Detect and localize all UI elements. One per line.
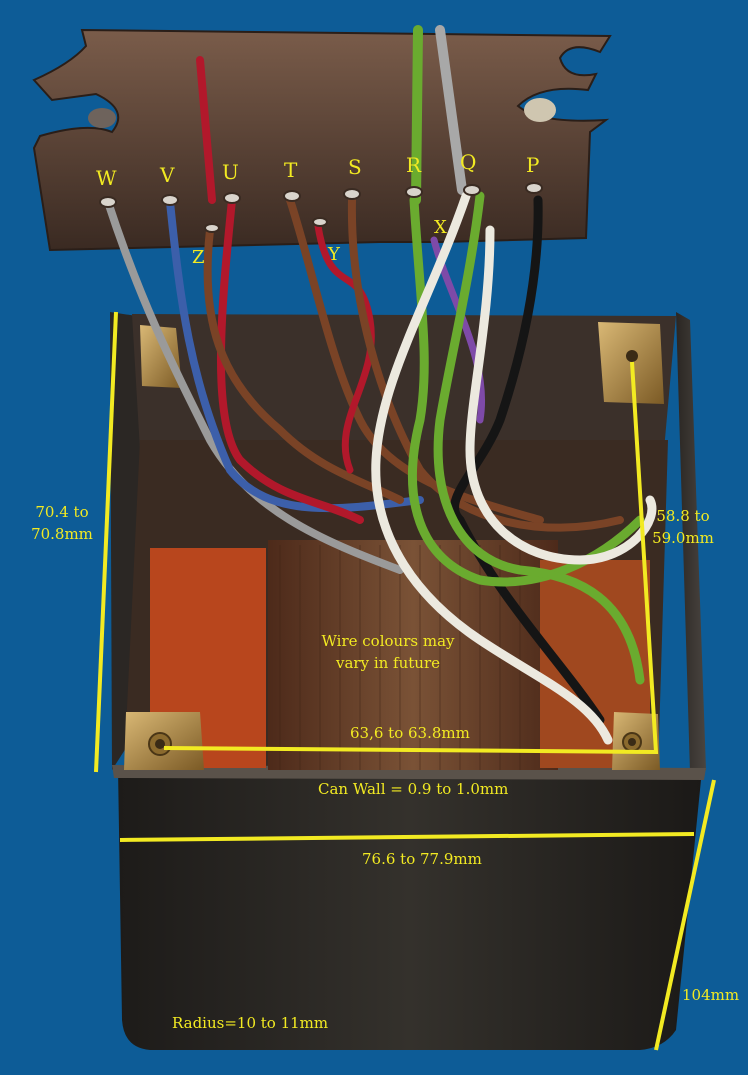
left-height-line <box>94 311 118 773</box>
terminal-plate <box>32 28 612 252</box>
terminal-label-w: W <box>96 166 117 190</box>
terminal-label-t: T <box>284 158 298 182</box>
height-label: 104mm <box>682 986 740 1004</box>
dimension-lines <box>94 311 716 1051</box>
brass-posts <box>124 322 664 770</box>
terminal-label-u: U <box>222 160 239 184</box>
terminal-label-p: P <box>526 153 540 177</box>
terminal-label-x: X <box>434 217 447 238</box>
can-wall-label: Can Wall = 0.9 to 1.0mm <box>318 780 509 798</box>
terminal-label-v: V <box>160 163 175 187</box>
right-depth-label: 58.8 to 59.0mm <box>652 507 714 547</box>
wire-bundle <box>104 25 657 745</box>
terminal-label-q: Q <box>460 150 477 174</box>
radius-label: Radius=10 to 11mm <box>172 1014 329 1032</box>
note-label: Wire colours may vary in future <box>321 632 455 672</box>
terminal-label-s: S <box>348 155 362 179</box>
terminal-label-y: Y <box>328 244 340 265</box>
height-line <box>654 779 716 1051</box>
outer-width-line <box>119 832 695 842</box>
left-height-label: 70.4 to 70.8mm <box>31 503 93 543</box>
terminal-eyelets <box>99 182 543 233</box>
terminal-label-z: Z <box>192 247 205 268</box>
inner-dimension-line <box>163 361 659 755</box>
outer-width-label: 76.6 to 77.9mm <box>362 850 482 868</box>
inner-width-label: 63,6 to 63.8mm <box>350 724 470 742</box>
terminal-label-r: R <box>406 153 422 177</box>
